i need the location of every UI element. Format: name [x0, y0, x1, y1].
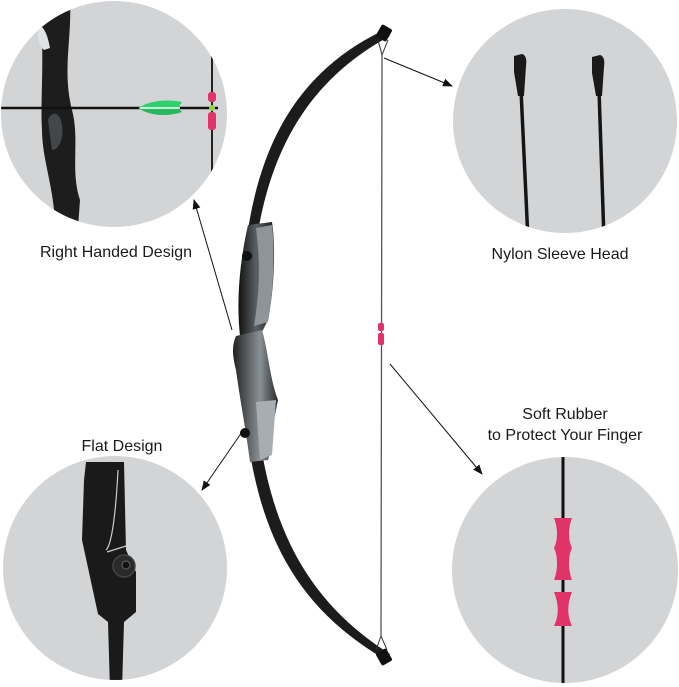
arrow-soft-rubber: [389, 363, 483, 475]
label-flat-design: Flat Design: [81, 438, 163, 455]
label-nylon-sleeve-head: Nylon Sleeve Head: [491, 246, 629, 263]
detail-circle-flat-design: [3, 456, 227, 680]
arrow-nylon-sleeve: [383, 57, 453, 87]
detail-circle-soft-rubber: [452, 457, 678, 683]
arrow-flat-design: [201, 431, 243, 491]
label-right-handed-design: Right Handed Design: [39, 244, 193, 261]
label-soft-rubber: Soft Rubber to Protect Your Finger: [460, 404, 670, 446]
arrow-right-handed: [192, 199, 233, 331]
detail-circle-right-handed: [1, 1, 227, 227]
detail-circle-nylon-sleeve: [453, 9, 677, 233]
label-soft-rubber-line2: to Protect Your Finger: [487, 427, 643, 444]
label-soft-rubber-line1: Soft Rubber: [522, 406, 608, 423]
recurve-bow: [233, 24, 392, 666]
